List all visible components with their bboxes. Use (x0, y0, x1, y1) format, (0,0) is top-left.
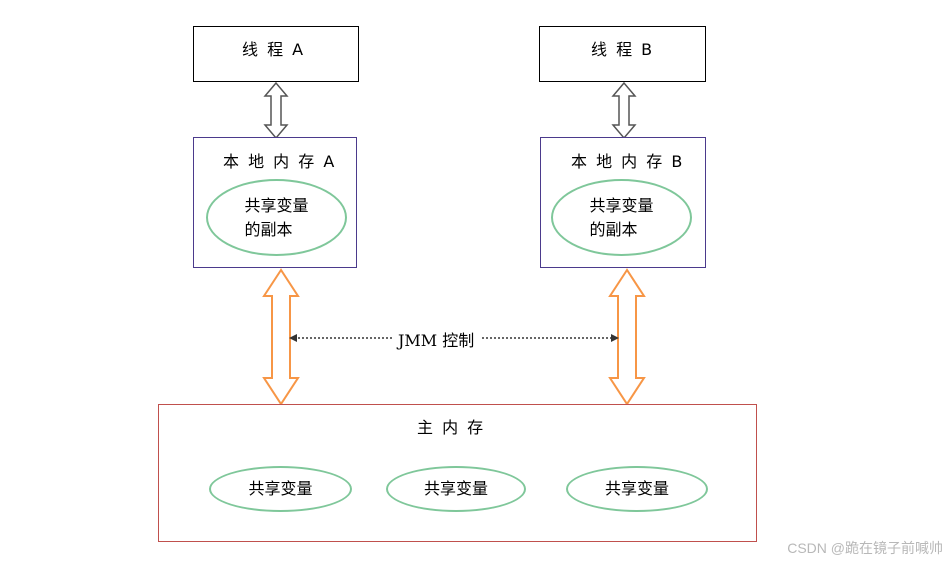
local-a-shared-copy-ellipse: 共享变量 的副本 (206, 179, 347, 256)
local-b-copy-line1: 共享变量 (589, 195, 654, 215)
local-memory-a-box: 本 地 内 存 A 共享变量 的副本 (193, 137, 357, 268)
local-memory-a-label: 本 地 内 存 A (223, 152, 337, 171)
main-variable-1: 共享变量 (248, 479, 313, 498)
local-b-copy-line2: 的副本 (589, 219, 638, 239)
thread-a-double-arrow (263, 81, 289, 140)
watermark: CSDN @跪在镜子前喊帅 (787, 540, 943, 556)
main-shared-variable-ellipse: 共享变量 (386, 466, 526, 512)
local-memory-b-label: 本 地 内 存 B (571, 152, 685, 171)
main-memory-label: 主 内 存 (417, 418, 486, 437)
local-a-copy-line2: 的副本 (244, 219, 293, 239)
main-shared-variable-ellipse: 共享变量 (566, 466, 708, 512)
main-variable-3: 共享变量 (604, 479, 669, 498)
thread-b-double-arrow (611, 81, 637, 140)
local-b-shared-copy-ellipse: 共享变量 的副本 (551, 179, 692, 256)
local-memory-b-box: 本 地 内 存 B 共享变量 的副本 (540, 137, 706, 268)
thread-b-label: 线 程 B (591, 40, 655, 59)
main-memory-box: 主 内 存 共享变量 共享变量 共享变量 (158, 404, 757, 542)
jmm-arrowhead-left (289, 334, 297, 342)
jmm-control-label: JMM 控制 (392, 327, 481, 351)
main-shared-variable-ellipse: 共享变量 (209, 466, 352, 512)
thread-a-box: 线 程 A (193, 26, 359, 82)
main-variable-2: 共享变量 (423, 479, 488, 498)
thread-b-box: 线 程 B (539, 26, 706, 82)
local-a-copy-line1: 共享变量 (244, 195, 309, 215)
jmm-arrowhead-right (611, 334, 619, 342)
thread-a-label: 线 程 A (242, 40, 306, 59)
